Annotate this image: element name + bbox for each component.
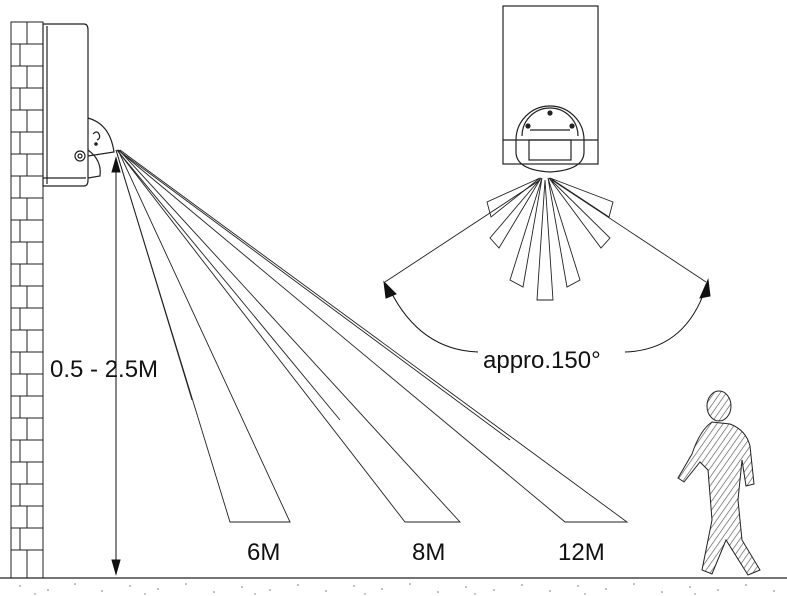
distance-12m-label: 12M: [558, 539, 605, 566]
distance-8m-label: 8M: [412, 539, 445, 566]
distance-6m-label: 6M: [247, 539, 280, 566]
sensor-side-view: [42, 23, 115, 187]
detection-fan-top: [384, 177, 707, 301]
angle-arc: [383, 278, 711, 353]
detection-angle-label: appro.150°: [483, 347, 601, 374]
ground: [0, 577, 787, 595]
detection-beams-side: [115, 149, 629, 523]
sensor-front-view: [502, 5, 599, 173]
height-range-label: 0.5 - 2.5M: [50, 356, 158, 383]
brick-wall: [10, 21, 44, 579]
person-silhouette: [677, 390, 761, 576]
height-dimension: [111, 156, 121, 576]
